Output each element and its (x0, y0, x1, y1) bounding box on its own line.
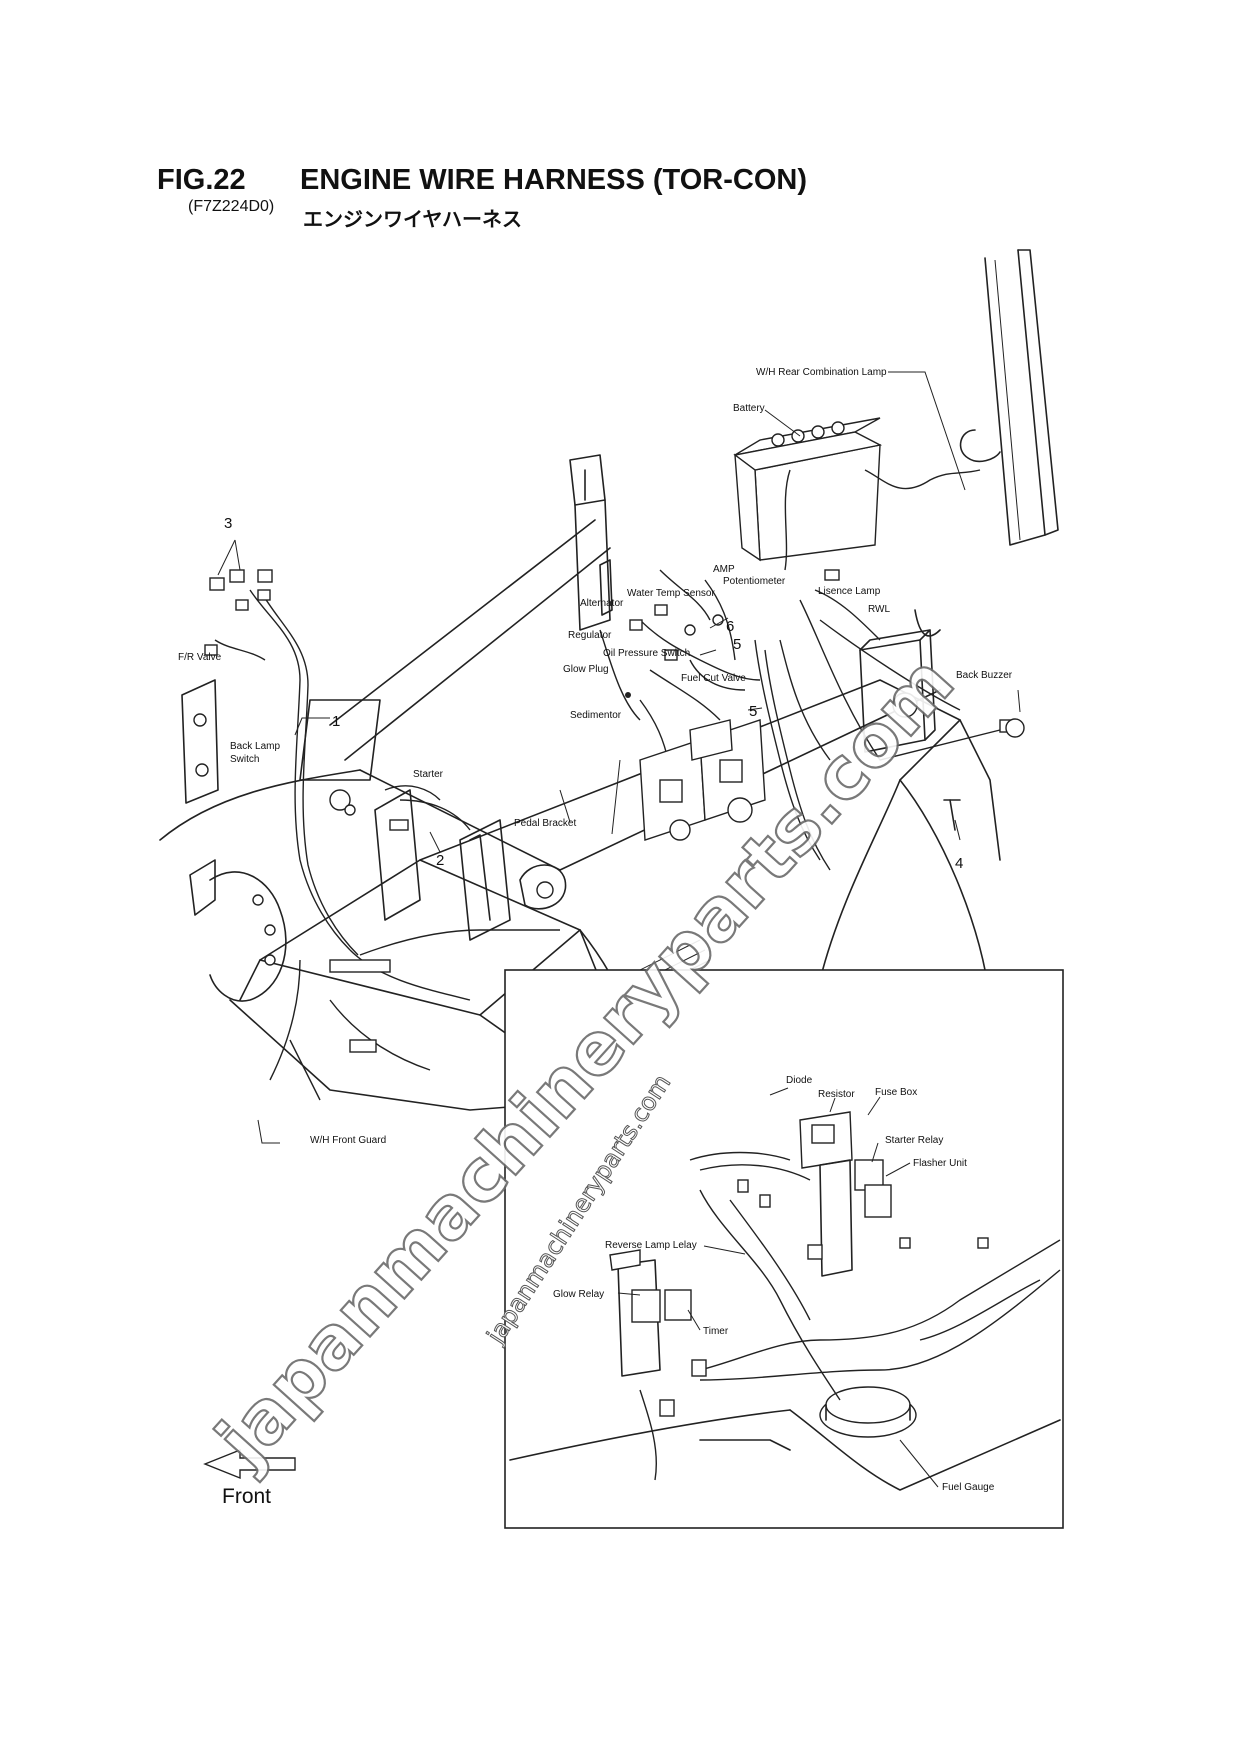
label-fuel-cut-valve: Fuel Cut Valve (681, 673, 746, 684)
label-fr-valve: F/R Valve (178, 652, 222, 663)
label-starter: Starter (413, 769, 444, 780)
label-amp-potentiometer-line2: Potentiometer (723, 576, 786, 587)
callout-5-upper: 5 (733, 636, 741, 653)
label-rwl: RWL (868, 604, 890, 615)
label-diode: Diode (786, 1075, 813, 1086)
front-label: Front (222, 1485, 271, 1508)
label-pedal-bracket: Pedal Bracket (514, 818, 576, 829)
figure-title-japanese: エンジンワイヤハーネス (303, 209, 522, 231)
label-regulator: Regulator (568, 630, 612, 641)
label-glow-plug: Glow Plug (563, 664, 609, 675)
component-labels: W/H Rear Combination Lamp Battery AMP Po… (178, 367, 1013, 1493)
figure-title: ENGINE WIRE HARNESS (TOR-CON) (300, 164, 807, 196)
label-front-guard: W/H Front Guard (310, 1135, 386, 1146)
label-amp-potentiometer-line1: AMP (713, 564, 735, 575)
mast-upright (959, 249, 1059, 546)
label-fuse-box: Fuse Box (875, 1087, 917, 1098)
callout-2: 2 (436, 852, 444, 869)
callout-4: 4 (955, 855, 963, 872)
label-glow-relay: Glow Relay (553, 1289, 604, 1300)
callout-numbers: 3 1 2 4 5 5 6 (224, 515, 963, 872)
callout-3: 3 (224, 515, 232, 532)
front-arrow: Front (203, 1448, 296, 1508)
label-lisence-lamp: Lisence Lamp (818, 586, 881, 597)
label-rear-combination-lamp: W/H Rear Combination Lamp (756, 367, 887, 378)
battery-drawing (733, 417, 981, 571)
callout-6: 6 (726, 618, 734, 635)
label-fuel-gauge: Fuel Gauge (942, 1482, 995, 1493)
figure-number: FIG.22 (157, 164, 246, 196)
label-back-lamp-switch-line2: Switch (230, 754, 259, 765)
label-alternator: Alternator (580, 598, 624, 609)
label-oil-pressure-switch: Oil Pressure Switch (603, 648, 690, 659)
callout-5-lower: 5 (749, 703, 757, 720)
label-battery: Battery (733, 403, 765, 414)
relay-panel (639, 719, 766, 841)
label-resistor: Resistor (818, 1089, 855, 1100)
label-sedimentor: Sedimentor (570, 710, 622, 721)
label-water-temp-sensor: Water Temp Sensor (627, 588, 715, 599)
connectors (204, 569, 1025, 1053)
part-code: (F7Z224D0) (188, 198, 275, 215)
label-timer: Timer (703, 1326, 729, 1337)
label-starter-relay: Starter Relay (885, 1135, 943, 1146)
leader-lines (217, 371, 1021, 1488)
label-reverse-lamp-lelay: Reverse Lamp Lelay (605, 1240, 697, 1251)
wire-harness (214, 569, 1001, 1101)
label-back-buzzer: Back Buzzer (956, 670, 1013, 681)
inset-detail (504, 969, 1064, 1529)
callout-1: 1 (332, 713, 340, 730)
chassis-frame (159, 454, 1031, 1111)
label-back-lamp-switch-line1: Back Lamp (230, 741, 280, 752)
label-flasher-unit: Flasher Unit (913, 1158, 967, 1169)
